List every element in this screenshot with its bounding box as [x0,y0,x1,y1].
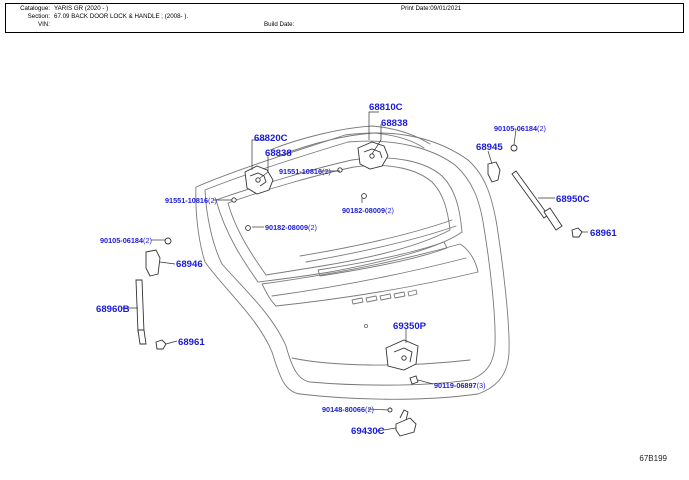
quantity: (3) [476,381,486,390]
quantity: (2) [385,206,394,215]
print-date-value: 09/01/2021 [430,5,462,12]
label-69430C[interactable]: 69430C [351,426,385,437]
section-value: 67.09 BACK DOOR LOCK & HANDLE ; (2008- )… [54,13,189,20]
part-number[interactable]: 90182-08009 [342,206,386,215]
print-date-label: Print Date: [401,5,431,12]
door-inner-outline [204,140,496,386]
section-label: Section: [27,13,50,20]
build-date-label: Build Date: [264,21,295,28]
figure-number: 67B199 [639,454,667,463]
glass-outline [215,157,463,283]
label-68946[interactable]: 68946 [176,259,203,270]
glass-inner-outline [227,165,451,276]
label-90105-06184-right[interactable]: 90105-06184(2) [494,124,546,133]
print-date-row: Print Date:09/01/2021 [401,5,461,12]
header-box: Catalogue: YARIS GR (2020 - ) Section: 6… [5,3,684,33]
bracket-68945 [487,161,501,183]
label-90119-06897[interactable]: 90119-06897(3) [434,381,486,390]
label-69350P[interactable]: 69350P [393,321,427,332]
part-number[interactable]: 91551-10816 [279,167,323,176]
quantity: (2) [365,405,374,414]
label-91551-10816-left[interactable]: 91551-10816(2) [165,196,217,205]
label-68961-left[interactable]: 68961 [178,337,205,348]
strut-68950C [511,170,549,219]
label-68945[interactable]: 68945 [476,142,503,153]
label-68810C[interactable]: 68810C [369,102,403,113]
catalogue-label: Catalogue: [20,5,50,12]
label-90105-06184-left[interactable]: 90105-06184(2) [100,236,152,245]
label-68950C[interactable]: 68950C [556,194,590,205]
label-90148-80066[interactable]: 90148-80066(2) [322,405,374,414]
quantity: (2) [308,223,317,232]
label-91551-10816-right[interactable]: 91551-10816(2) [279,167,331,176]
part-number[interactable]: 90182-08009 [265,223,309,232]
bracket-68946 [145,249,161,277]
vin-label: VIN: [37,21,50,28]
label-90182-08009-left[interactable]: 90182-08009(2) [265,223,317,232]
catalogue-value: YARIS GR (2020 - ) [54,5,109,12]
lock-69350P [385,339,419,371]
label-68961-right[interactable]: 68961 [590,228,617,239]
part-number[interactable]: 90105-06184 [494,124,538,133]
label-68820C[interactable]: 68820C [254,133,288,144]
striker-69430C [395,417,417,437]
build-date-row: Build Date: [264,21,294,28]
label-68838-left[interactable]: 68838 [265,148,292,159]
part-number[interactable]: 91551-10816 [165,196,209,205]
quantity: (2) [208,196,217,205]
quantity: (2) [322,167,331,176]
part-number[interactable]: 90119-06897 [434,381,477,390]
strut-68960B [135,279,145,333]
label-68838-top[interactable]: 68838 [381,118,408,129]
label-68960B[interactable]: 68960B [96,304,130,315]
part-number[interactable]: 90105-06184 [100,236,144,245]
quantity: (2) [537,124,546,133]
door-outer-outline [195,132,510,400]
quantity: (2) [143,236,152,245]
part-number[interactable]: 90148-80066 [322,405,366,414]
label-90182-08009-right[interactable]: 90182-08009(2) [342,206,394,215]
